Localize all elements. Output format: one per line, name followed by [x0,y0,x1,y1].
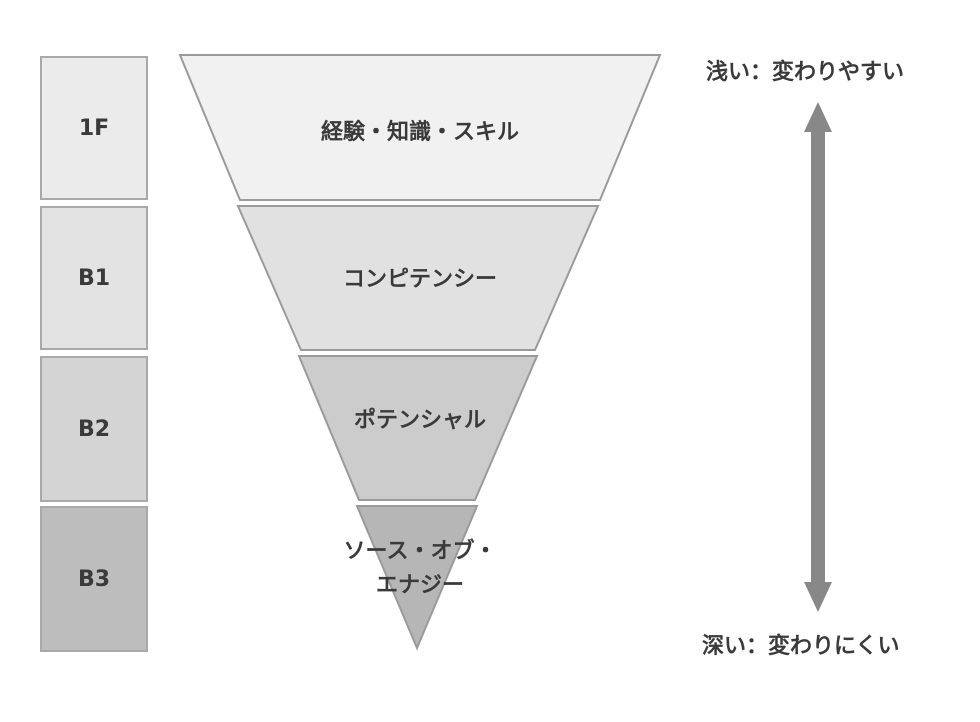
layer-label-experience: 経験・知識・スキル [230,114,610,146]
floor-label: 1F [78,115,110,141]
floor-box-b3: B3 [40,506,148,652]
floor-label: B1 [77,265,111,291]
layer-label-competency: コンピテンシー [260,261,580,293]
funnel-layer-experience [178,54,662,201]
scale-label-deep: 深い：変わりにくい [702,634,900,659]
floor-label: B2 [77,416,111,442]
layer-label-line: ポテンシャル [353,408,486,433]
scale-label-shallow: 浅い：変わりやすい [706,60,905,85]
arrow-head-up [804,102,832,132]
funnel-layer-source-of-energy [355,505,479,651]
layer-label-line: 経験・知識・スキル [320,120,519,145]
floor-box-1f: 1F [40,56,148,200]
layer-label-line: ソース・オブ・ [343,539,497,564]
funnel-layer-competency [236,205,600,351]
layer-label-potential: ポテンシャル [290,402,550,434]
funnel-layer-potential [297,355,539,501]
layer-label-source-of-energy: ソース・オブ・ エナジー [300,535,540,603]
double-arrow-icon [804,102,832,612]
floor-label: B3 [77,566,111,592]
floor-box-b2: B2 [40,356,148,502]
arrow-head-down [804,582,832,612]
layer-label-line: コンピテンシー [342,267,497,292]
layer-label-line: エナジー [375,573,464,598]
floor-box-b1: B1 [40,206,148,350]
